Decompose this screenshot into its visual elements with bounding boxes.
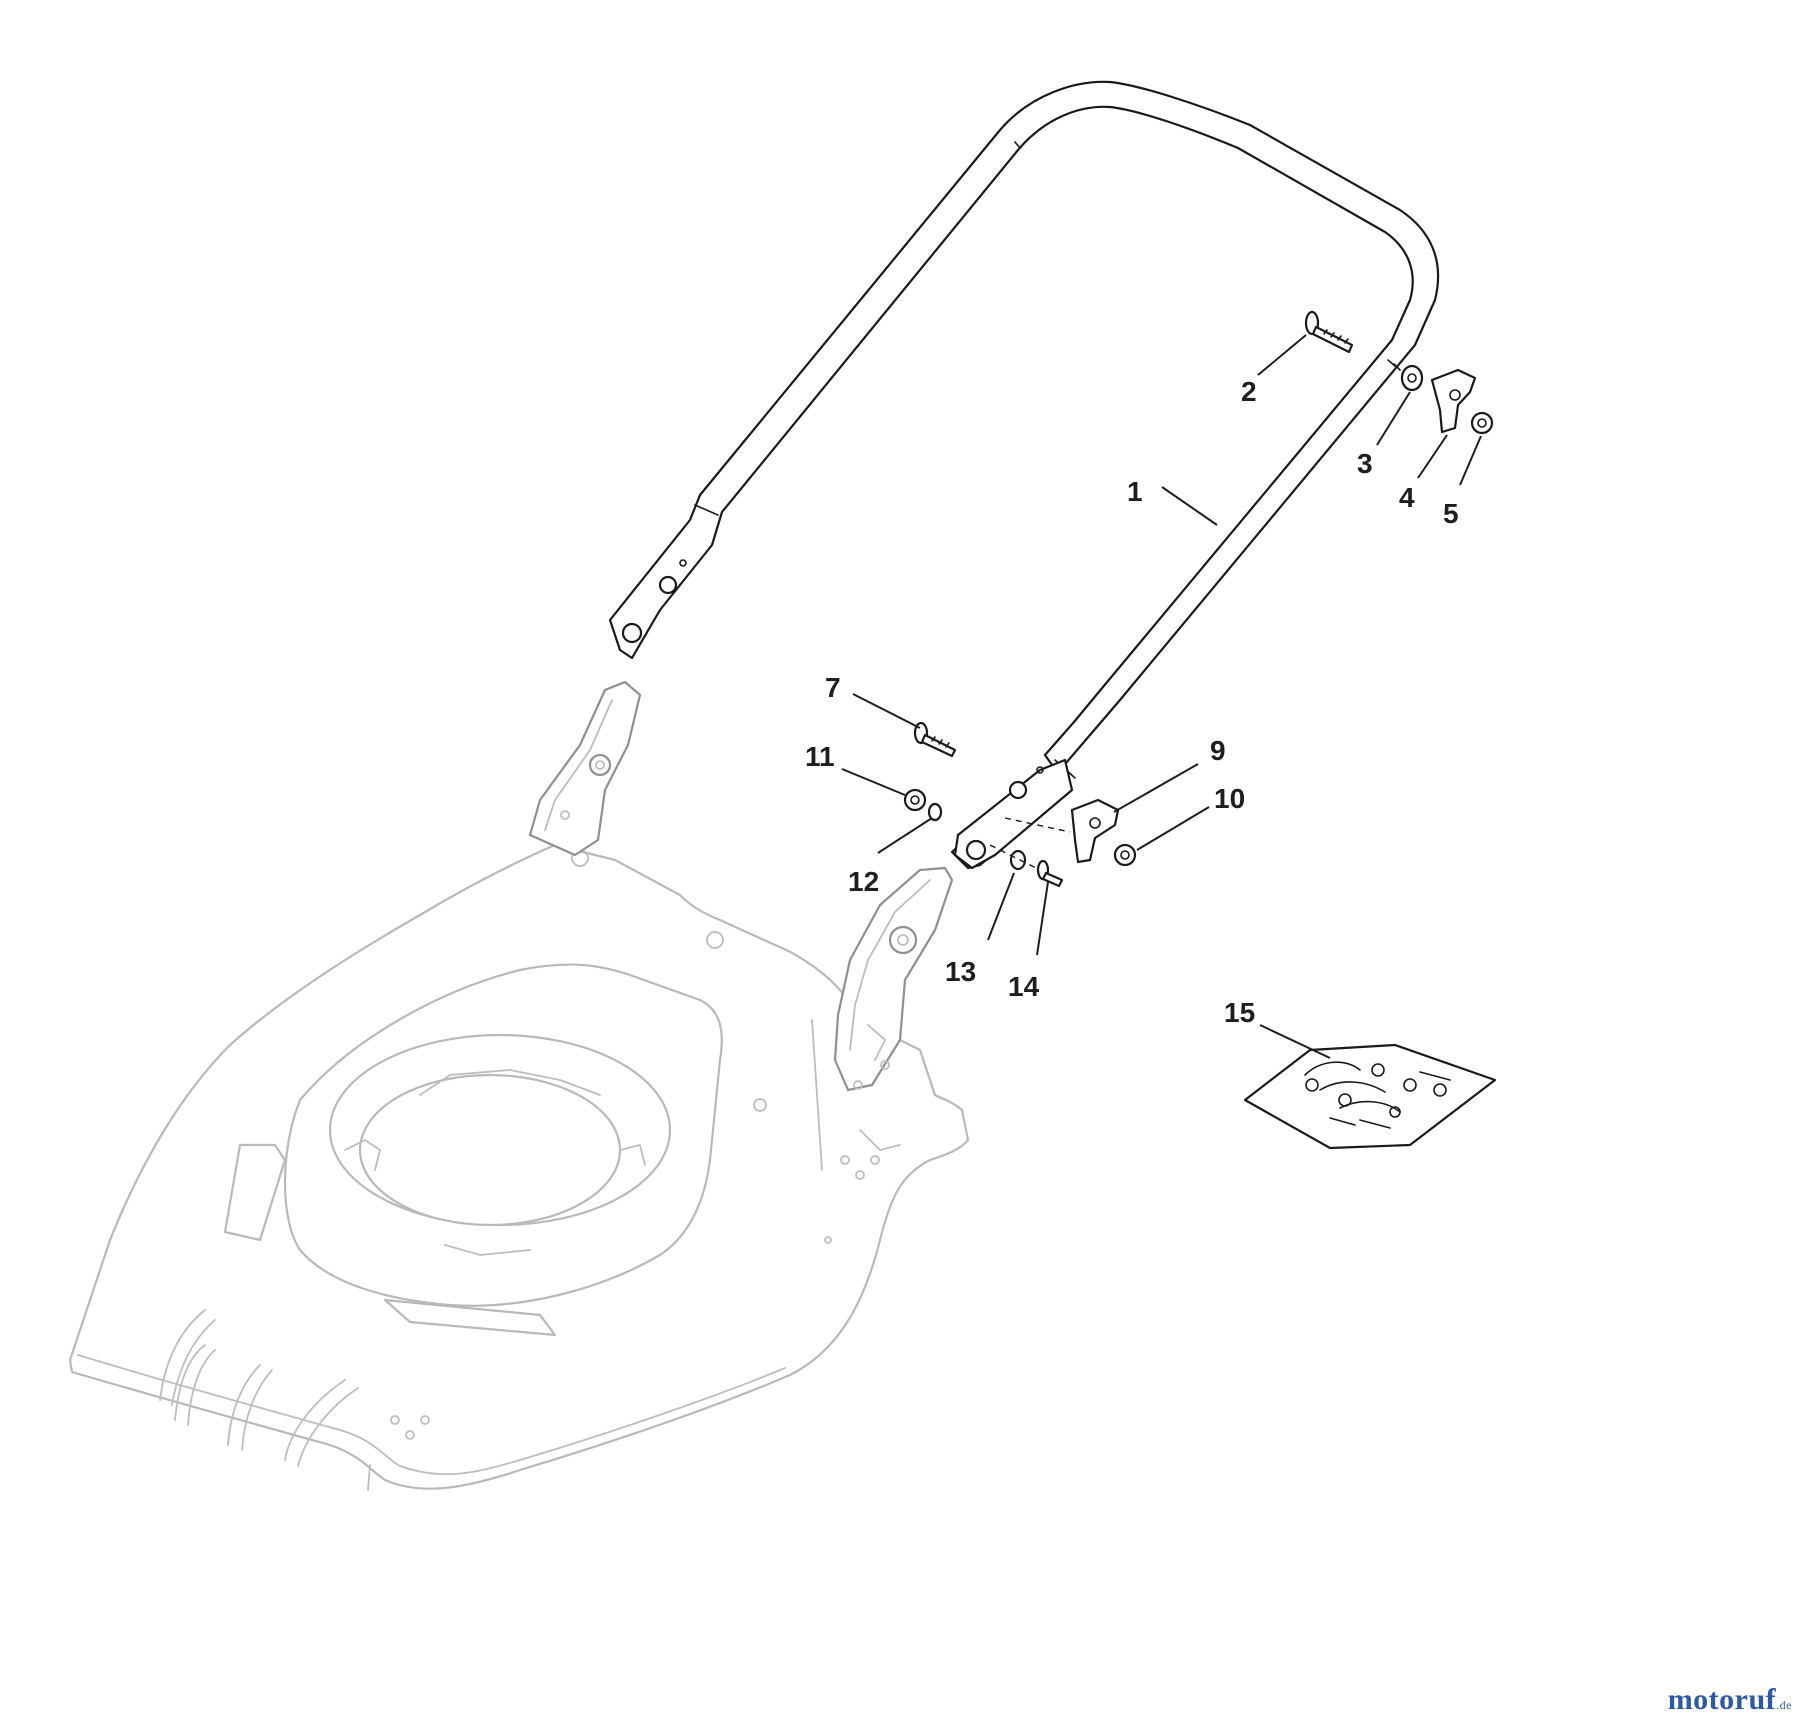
callout-1: 1 <box>1127 476 1143 507</box>
assembly-dash-13 <box>989 844 1041 871</box>
washer-part-13 <box>1009 849 1027 871</box>
hardware-bag-part-15 <box>1243 1043 1497 1150</box>
washer-part-3 <box>1393 363 1424 392</box>
leader-13 <box>987 872 1015 941</box>
motoruf-watermark: motoruf.de <box>1668 1683 1792 1717</box>
right-handle-bracket <box>833 866 954 1092</box>
callout-10: 10 <box>1214 783 1245 814</box>
callout-11: 11 <box>805 741 835 772</box>
handle-part-1 <box>608 80 1440 870</box>
leader-1 <box>1161 486 1218 526</box>
leader-5 <box>1459 435 1482 486</box>
callout-15: 15 <box>1224 997 1255 1028</box>
callout-7: 7 <box>825 672 841 703</box>
leader-11 <box>841 768 906 796</box>
leader-3 <box>1376 391 1411 446</box>
leader-9 <box>1113 763 1199 813</box>
callout-12: 12 <box>848 866 879 897</box>
leader-lines <box>841 334 1482 1059</box>
mower-deck <box>68 843 970 1491</box>
watermark-tld: .de <box>1776 1698 1792 1712</box>
leader-12 <box>877 817 933 854</box>
knob-part-9 <box>1070 798 1120 864</box>
leader-14 <box>1036 881 1049 956</box>
callout-2: 2 <box>1241 376 1257 407</box>
callout-13: 13 <box>945 956 976 987</box>
callout-3: 3 <box>1357 448 1373 479</box>
assembly-dash-9 <box>1004 817 1071 833</box>
bolt-part-7 <box>913 721 957 758</box>
leader-2 <box>1257 334 1307 376</box>
nut-part-10 <box>1113 843 1137 867</box>
callout-9: 9 <box>1210 735 1226 766</box>
washer-part-12 <box>927 802 943 822</box>
leader-7 <box>852 693 921 729</box>
leader-10 <box>1136 806 1210 851</box>
leader-4 <box>1417 434 1448 479</box>
leader-15 <box>1259 1024 1331 1059</box>
callout-5: 5 <box>1443 498 1459 529</box>
callout-4: 4 <box>1399 482 1415 513</box>
bolt-part-2 <box>1304 310 1354 354</box>
watermark-brand: motoruf <box>1667 1683 1777 1716</box>
left-handle-bracket <box>528 680 642 857</box>
knob-part-4 <box>1430 368 1477 434</box>
callout-14: 14 <box>1008 971 1040 1002</box>
bolt-part-14 <box>1036 859 1064 888</box>
nut-part-5 <box>1470 411 1494 435</box>
callout-labels: 1 2 3 4 5 7 9 10 11 12 13 14 15 <box>805 376 1459 1028</box>
nut-part-11 <box>903 788 927 812</box>
